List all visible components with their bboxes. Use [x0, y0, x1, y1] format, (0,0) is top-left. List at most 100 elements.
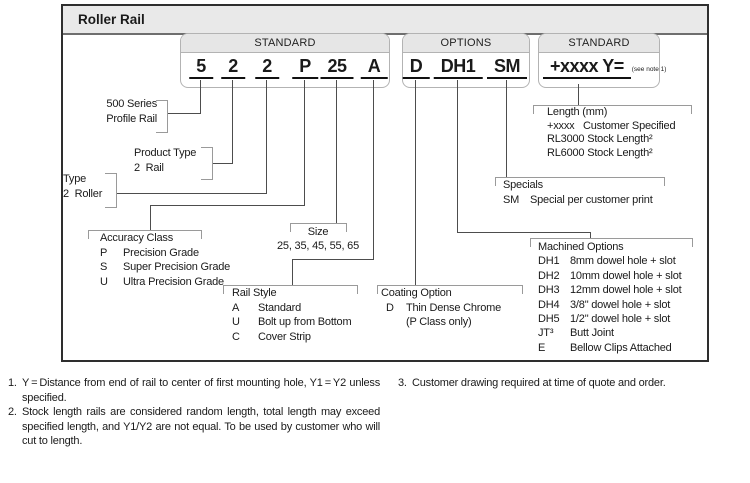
bracket-accuracy-tick-right — [201, 230, 202, 239]
bracket-size — [290, 223, 347, 224]
bracket-length-tick-right — [691, 105, 692, 114]
connector-p-down — [150, 205, 151, 231]
callout-product-type: Product Type 2 Rail — [134, 147, 197, 174]
callout-series: 500 Series Profile Rail — [106, 98, 157, 125]
connector-dh1-horiz — [457, 232, 591, 233]
connector-a-horiz — [292, 259, 374, 260]
connector-dh1-down — [590, 232, 591, 239]
bracket-machined-tick-right — [692, 238, 693, 247]
bracket-length — [533, 105, 692, 106]
connector-2a-drop — [232, 80, 233, 164]
part-code-sm: SM — [487, 56, 527, 79]
coating-item: (P Class only) — [406, 316, 472, 329]
panel-title: Roller Rail — [78, 12, 145, 27]
connector-dh1-drop — [457, 80, 458, 233]
connector-2a-horiz — [212, 163, 233, 164]
part-code-dh1: DH1 — [433, 56, 483, 79]
bracket-product-type — [212, 147, 213, 180]
group-standard-2: STANDARD +xxxx Y=(see note 1) — [538, 33, 666, 88]
group-options: OPTIONS D DH1 SM — [402, 33, 530, 88]
bracket-specials-tick-right — [664, 177, 665, 186]
callout-type: Type 2 Roller — [63, 173, 103, 200]
part-code-25: 25 — [320, 56, 354, 79]
footnotes-right: 3. Customer drawing required at time of … — [398, 376, 710, 391]
bracket-coating-tick-left — [377, 285, 378, 294]
bracket-type-tick-bottom — [105, 207, 117, 208]
bracket-machined — [530, 238, 693, 239]
footnote-1: 1. Y = Distance from end of rail to cent… — [8, 377, 380, 404]
footnote-3: 3. Customer drawing required at time of … — [398, 377, 666, 389]
connector-sm-drop — [506, 80, 507, 178]
group-standard-1: STANDARD 5 2 2 P 25 A — [180, 33, 390, 88]
bracket-specials-tick-left — [495, 177, 496, 186]
connector-25-drop — [336, 80, 337, 224]
bracket-length-tick-left — [533, 105, 534, 114]
bracket-size-tick-right — [346, 223, 347, 232]
connector-p-drop — [304, 80, 305, 206]
part-code-length: +xxxx Y=(see note 1) — [543, 56, 666, 79]
connector-a-drop — [373, 80, 374, 260]
length-item: RL3000 Stock Length² — [547, 133, 653, 146]
footnotes-left: 1. Y = Distance from end of rail to cent… — [8, 376, 380, 449]
bracket-rail-style-tick-right — [357, 285, 358, 294]
bracket-type — [116, 173, 117, 208]
bracket-rail-style-tick-left — [223, 285, 224, 294]
bracket-series-tick-bottom — [156, 132, 168, 133]
see-note-1-ref: (see note 1) — [631, 66, 667, 73]
connector-5-horiz — [167, 113, 201, 114]
bracket-series — [167, 100, 168, 133]
callout-size: Size 25, 35, 45, 55, 65 — [276, 226, 360, 252]
group-standard-1-label: STANDARD — [181, 34, 389, 53]
bracket-coating — [377, 285, 523, 286]
length-item: RL6000 Stock Length² — [547, 146, 653, 159]
connector-5-drop — [200, 80, 201, 114]
bracket-specials — [495, 177, 665, 178]
bracket-series-tick-top — [156, 100, 168, 101]
connector-a-down — [292, 259, 293, 286]
bracket-accuracy-tick-left — [88, 230, 89, 239]
part-code-2a: 2 — [221, 56, 245, 79]
bracket-product-type-tick-top — [201, 147, 213, 148]
bracket-rail-style — [223, 285, 358, 286]
connector-y-drop — [578, 84, 579, 106]
bracket-coating-tick-right — [522, 285, 523, 294]
panel-header: Roller Rail — [63, 6, 707, 35]
part-code-p: P — [292, 56, 318, 79]
part-code-2b: 2 — [255, 56, 279, 79]
bracket-accuracy — [88, 230, 202, 231]
footnote-2: 2. Stock length rails are considered ran… — [8, 406, 380, 447]
bracket-product-type-tick-bottom — [201, 179, 213, 180]
connector-p-horiz — [150, 205, 305, 206]
connector-d-drop — [415, 80, 416, 286]
group-options-label: OPTIONS — [403, 34, 529, 53]
part-code-5: 5 — [189, 56, 213, 79]
bracket-machined-tick-left — [530, 238, 531, 247]
part-code-d: D — [402, 56, 430, 79]
connector-2b-drop — [266, 80, 267, 194]
connector-2b-horiz — [116, 193, 267, 194]
part-code-a: A — [360, 56, 388, 79]
bracket-size-tick-left — [290, 223, 291, 232]
group-standard-2-label: STANDARD — [539, 34, 659, 53]
bracket-type-tick-top — [105, 173, 117, 174]
